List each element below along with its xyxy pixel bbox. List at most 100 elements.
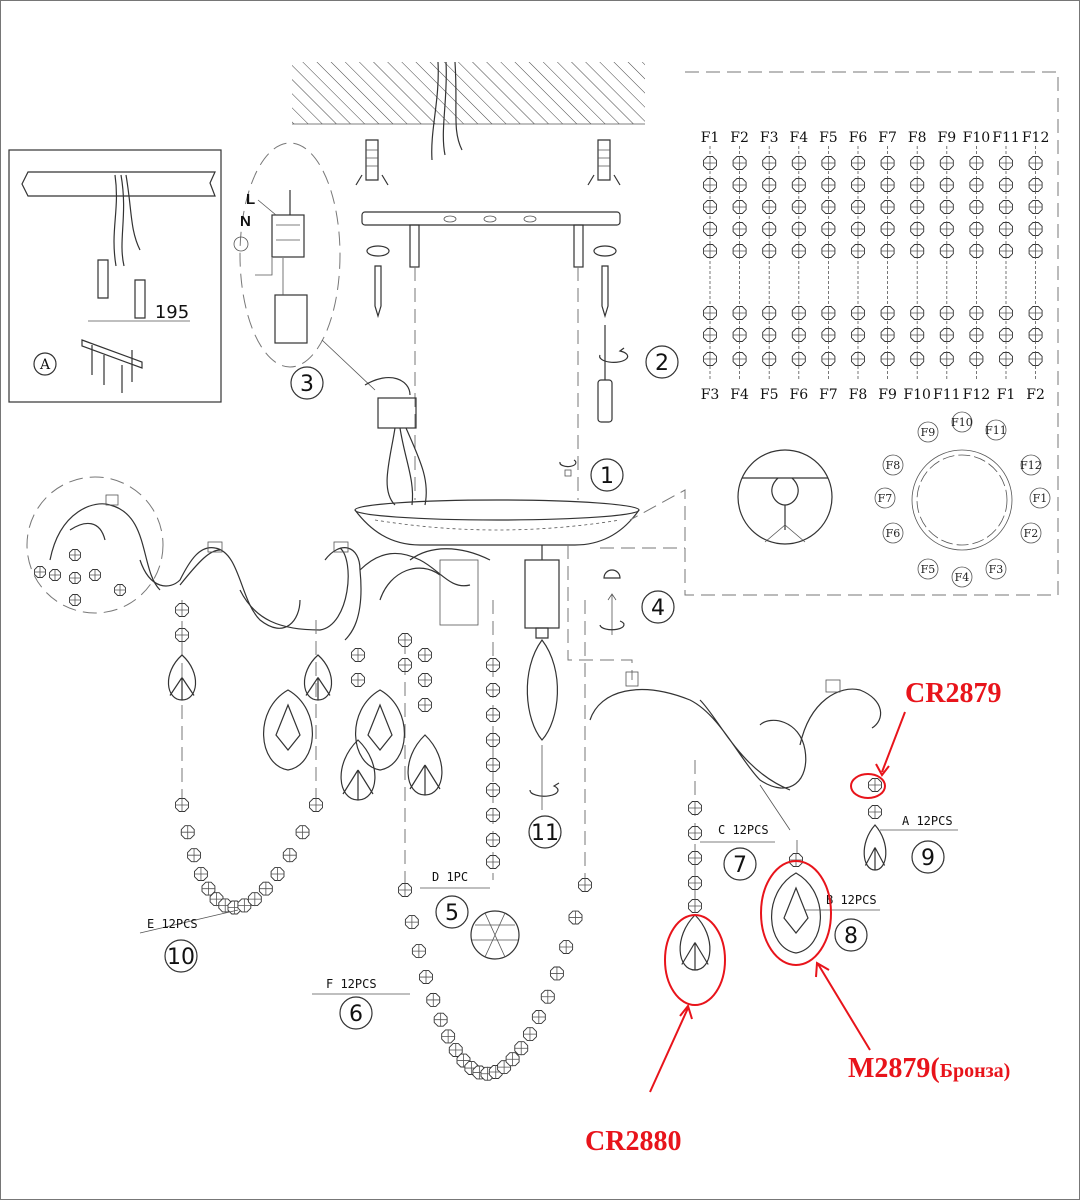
ring-position-label: F4 [955,571,970,584]
step-number-7: 7 [733,853,747,878]
dimension-label: 195 [155,302,189,323]
ring-position-marker [917,421,939,443]
crystal-chains [34,549,882,1081]
part-b-label: B 12PCS [826,893,877,907]
crystal-pendant [167,654,197,701]
part-d-label: D 1PC [432,870,468,884]
hook-detail [737,449,833,545]
strand-bottom-label: F7 [819,387,838,403]
ring-position-marker [985,558,1007,580]
ring-position-marker [985,419,1007,441]
strand-bottom-label: F8 [849,387,868,403]
strand-bottom-label: F2 [1026,387,1045,403]
neutral-wire-label: N [240,213,251,230]
strand-bottom-label: F5 [760,387,779,403]
ring-position-marker [1020,454,1042,476]
crystal-ball [470,910,520,960]
part-c-label: C 12PCS [718,823,769,837]
strand-bottom-label: F10 [903,387,931,403]
step-number-6: 6 [349,1002,363,1027]
ring-position-marker [874,487,896,509]
part-f-label: F 12PCS [326,977,377,991]
crystal-pendant [863,824,887,871]
ring-position-label: F10 [951,416,973,429]
strand-bottom-label: F1 [997,387,1016,403]
ring-position-marker [882,454,904,476]
bulb-cup [599,569,625,635]
step-number-3: 3 [300,372,314,397]
mounting-bracket [361,211,621,319]
step-circle [641,590,675,624]
step-circle [290,366,324,400]
ring-position-marker [951,411,973,433]
wiring-detail: L N [233,142,411,396]
ring-position-marker [1020,522,1042,544]
strand-top-label: F11 [992,130,1020,146]
cr2879-label: CR2879 [905,678,1001,709]
ring-position-marker [882,522,904,544]
step-circle [339,996,373,1030]
strand-bottom-label: F9 [878,387,897,403]
strand-top-label: F4 [789,130,808,146]
inset-bracket-mounting: 195 A [8,149,222,403]
ring-position-label: F2 [1024,527,1039,540]
strand-bottom-label: F4 [730,387,749,403]
ring-position-label: F5 [921,563,936,576]
wall-anchor-icon [355,139,621,186]
inset-label: A [39,357,51,373]
strand-top-label: F10 [963,130,991,146]
junction-box [377,397,427,506]
step-circle [911,840,945,874]
ring-position-label: F8 [886,459,901,472]
ring-position-label: F6 [886,527,901,540]
strand-top-label: F9 [937,130,956,146]
ring-position-label: F7 [878,492,893,505]
strand-top-label: F5 [819,130,838,146]
step-circle [834,918,868,952]
part-labels: A 12PCS C 12PCS B 12PCS D 1PC F 12PCS E … [139,814,958,995]
strand-bottom-label: F6 [789,387,808,403]
ornate-pendant [263,689,313,771]
cr2880-label: CR2880 [585,1126,681,1157]
ring-position-marker [951,566,973,588]
ring-position-label: F11 [985,424,1007,437]
ground-icon [233,236,249,252]
strand-top-label: F3 [760,130,779,146]
canopy [354,459,640,546]
step-number-5: 5 [445,901,459,926]
crystal-pendant [303,654,333,701]
ring-position-marker [917,558,939,580]
step-number-11: 11 [531,821,559,846]
strand-top-label: F12 [1022,130,1050,146]
step-number-10: 10 [167,945,195,970]
step-number-2: 2 [655,351,669,376]
part-e-label: E 12PCS [147,917,198,931]
strand-bottom-label: F3 [701,387,720,403]
ring-position-label: F12 [1020,459,1042,472]
step-circle [590,458,624,492]
screwdriver-icon [597,325,629,423]
step-number-1: 1 [600,464,614,489]
crystal-pendant [679,914,711,971]
ring-position-label: F1 [1033,492,1048,505]
step-circle [723,847,757,881]
strand-top-label: F2 [730,130,749,146]
crystal-pendant [340,739,376,801]
strand-bottom-label: F11 [933,387,961,403]
ring-position-label: F3 [989,563,1004,576]
live-wire-label: L [246,191,255,208]
ring-position-label: F9 [921,426,936,439]
step-number-4: 4 [651,596,665,621]
part-a-label: A 12PCS [902,814,953,828]
strand-top-label: F8 [908,130,927,146]
m2879-label: M2879(Бронза) [848,1053,1010,1084]
crystal-connection-panel [600,71,1059,596]
strand-top-label: F1 [701,130,720,146]
step-circle [435,895,469,929]
strand-top-label: F7 [878,130,897,146]
red-annotations: CR2879 CR2880 M2879(Бронза) [585,678,1010,1157]
candle-bulb [524,545,560,810]
